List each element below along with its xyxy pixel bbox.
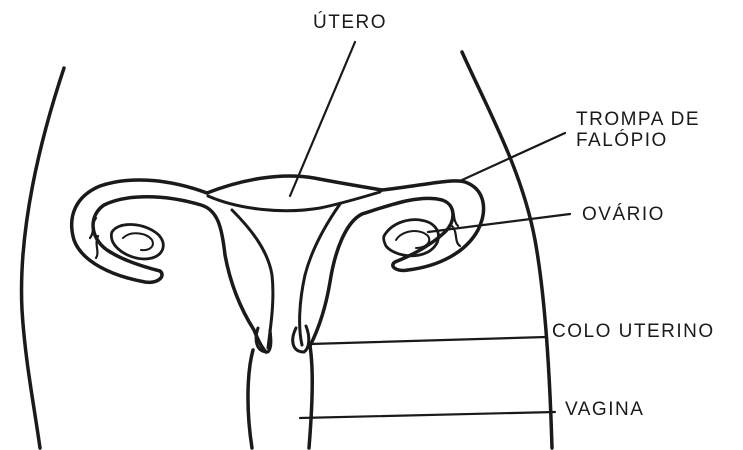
label-fallopian-tube: TROMPA DE FALÓPIO (576, 109, 700, 151)
leader-line-utero (290, 42, 355, 196)
leader-line-ovario (428, 214, 570, 232)
leader-line-colo (310, 337, 546, 344)
vagina-left-wall (248, 350, 253, 448)
body-outline-left (22, 68, 64, 448)
uterus-cavity-top (208, 192, 380, 211)
ovary-right-detail (396, 231, 429, 248)
ovary-left-detail (123, 233, 153, 250)
label-fallopian-tube-line1: TROMPA DE (576, 109, 700, 130)
fimbriae-left (90, 218, 98, 258)
label-vagina: VAGINA (565, 399, 644, 420)
label-fallopian-tube-line2: FALÓPIO (576, 130, 700, 151)
vagina-right-wall (309, 346, 312, 448)
ovary-right (384, 220, 439, 256)
body-outline-right (462, 52, 552, 448)
leader-line-trompa (462, 133, 565, 180)
ovary-left (111, 225, 163, 259)
leader-line-vagina (300, 412, 555, 418)
label-cervix: COLO UTERINO (552, 321, 715, 342)
label-utero: ÚTERO (313, 12, 387, 33)
label-ovary: OVÁRIO (582, 204, 665, 225)
